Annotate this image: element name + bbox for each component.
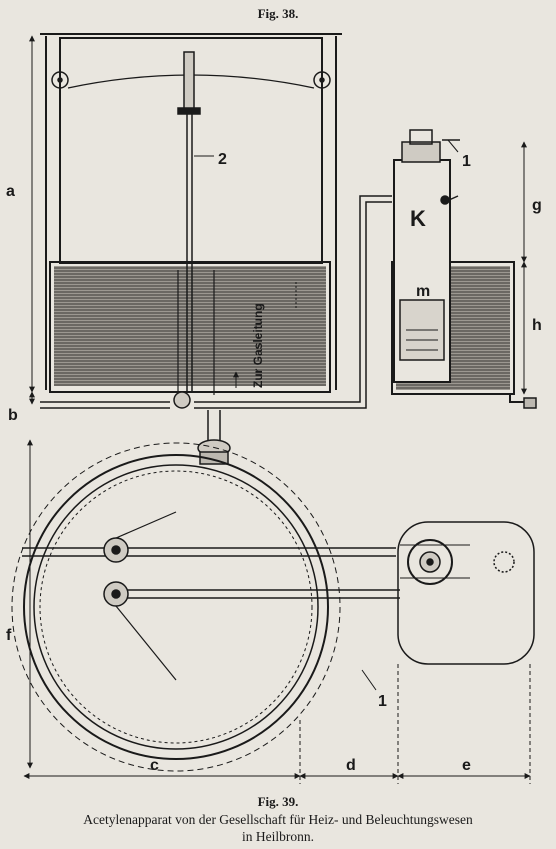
generator-tank <box>391 261 515 395</box>
caption-line-2: in Heilbronn. <box>242 829 314 844</box>
fig38-gasholder <box>40 33 392 465</box>
gasholder-outer-ring <box>23 454 329 760</box>
generator-plan-body <box>397 521 535 665</box>
dimension-lines <box>23 35 531 779</box>
caption-line-1: Acetylenapparat von der Gesellschaft für… <box>83 812 473 827</box>
label-d: d <box>346 757 356 774</box>
label-2: 2 <box>218 151 227 168</box>
label-h: h <box>532 317 542 334</box>
label-g: g <box>532 197 542 214</box>
generator-plan-ring <box>407 539 453 585</box>
fig39-plan <box>11 442 535 784</box>
valve-bottom <box>173 391 191 409</box>
central-tube <box>183 51 195 113</box>
label-e: e <box>462 757 471 774</box>
figure-38-title: Fig. 38. <box>257 6 299 21</box>
label-1-top: 1 <box>462 153 471 170</box>
gas-line-label: Zur Gasleitung <box>251 303 265 388</box>
label-k: K <box>410 206 426 231</box>
label-c: c <box>150 757 159 774</box>
label-m: m <box>416 283 430 300</box>
label-f: f <box>6 627 12 644</box>
fig38-generator <box>391 129 537 409</box>
label-a: a <box>6 183 15 200</box>
figure-39-title: Fig. 39. <box>257 794 299 809</box>
label-b: b <box>8 407 18 424</box>
water-body <box>54 266 326 386</box>
label-1-plan: 1 <box>378 693 387 710</box>
